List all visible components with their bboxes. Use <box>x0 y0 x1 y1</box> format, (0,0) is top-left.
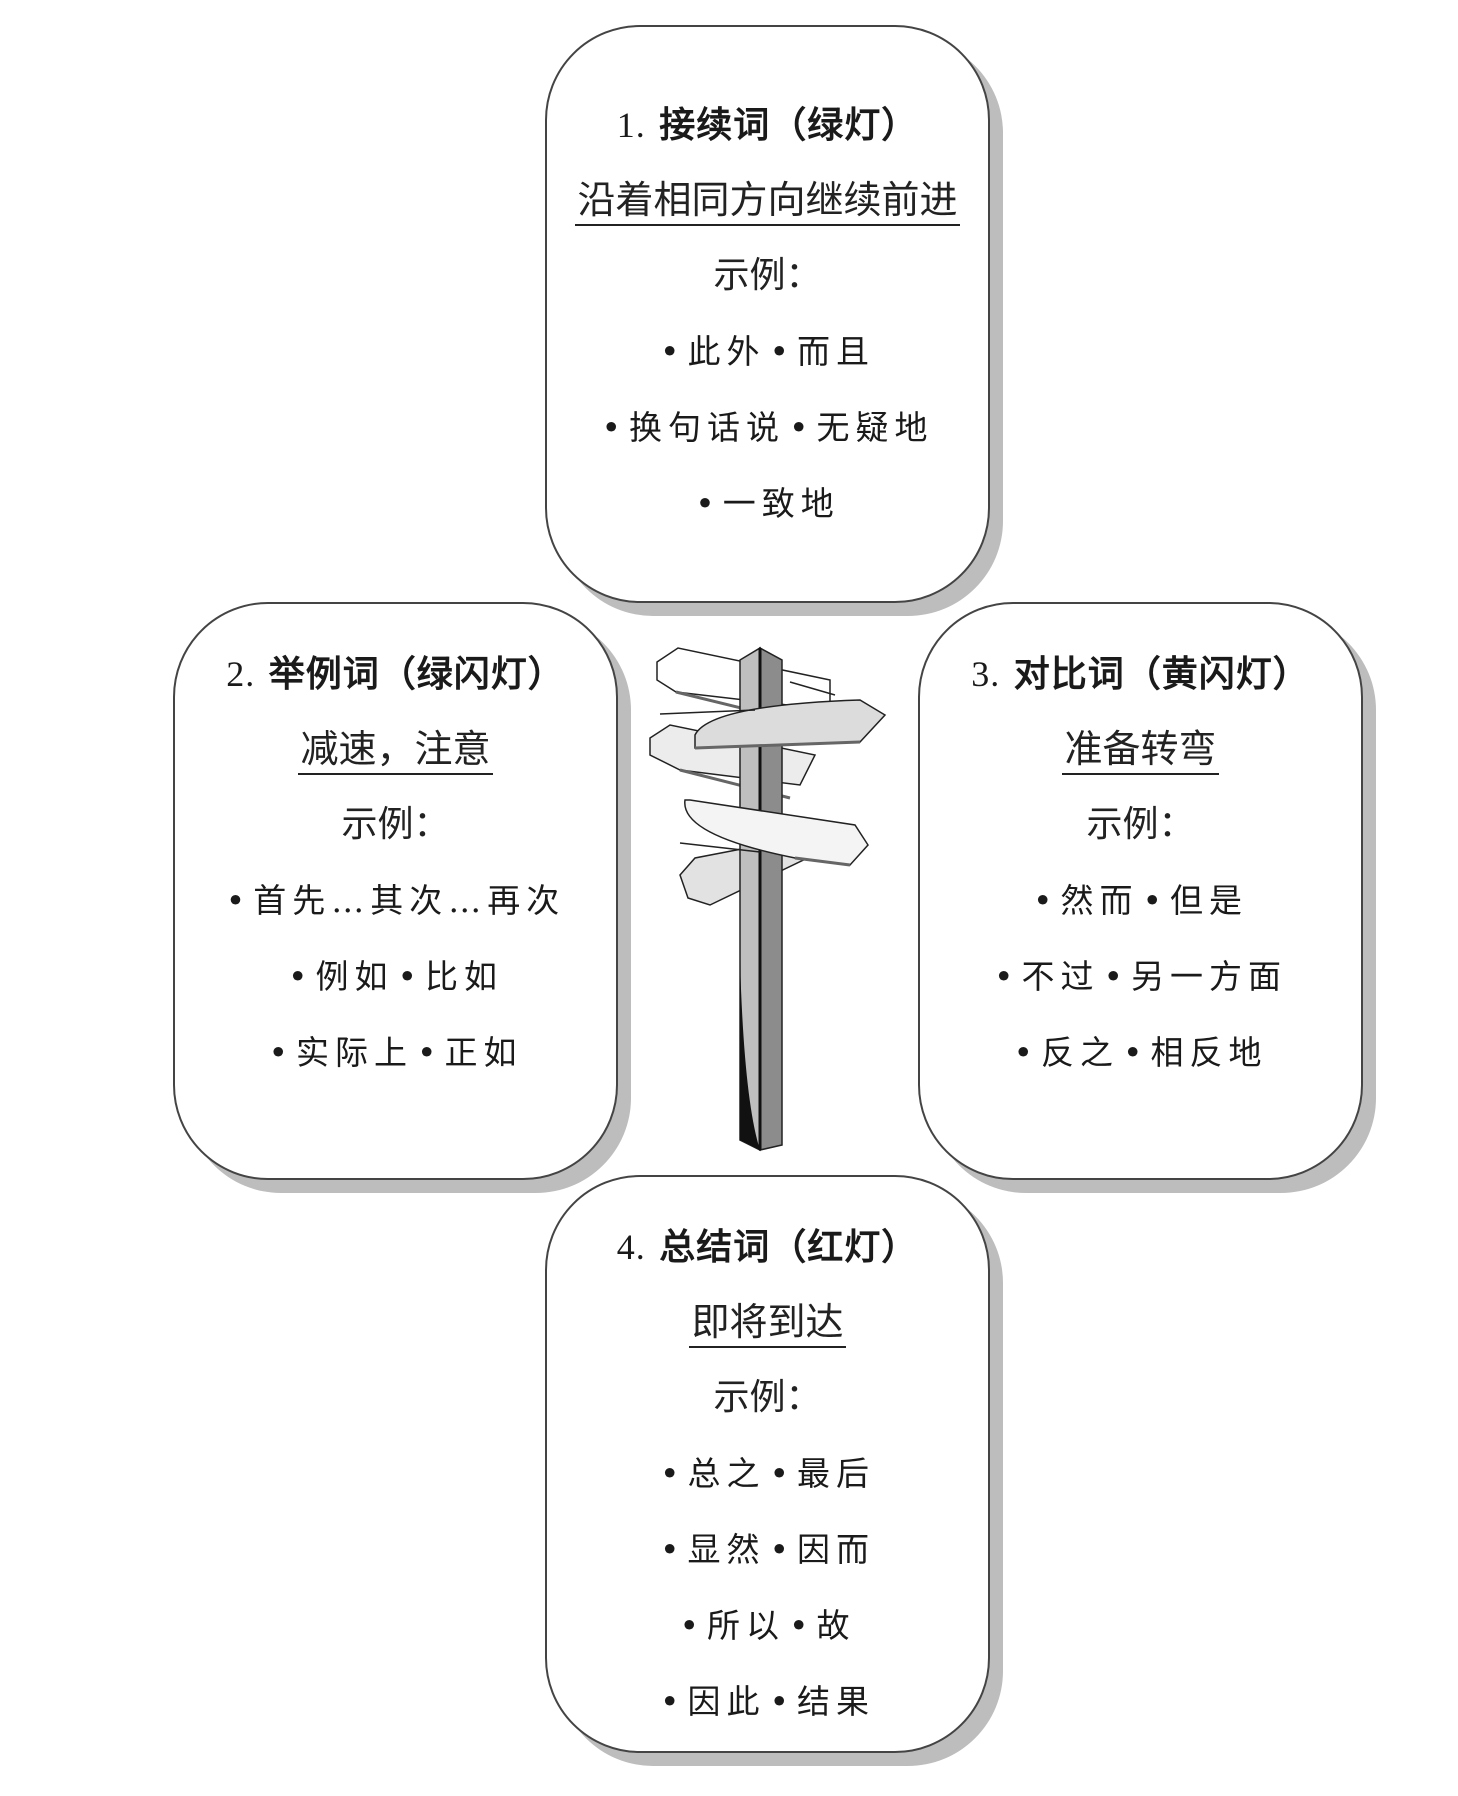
example-word: 反之 <box>1014 1033 1119 1072</box>
example-word: 总之 <box>660 1454 765 1493</box>
example-word: 此外 <box>660 332 765 371</box>
examples-label: 示例： <box>713 255 822 296</box>
example-word: 显然 <box>660 1530 765 1569</box>
card-title-text: 对比词（黄闪灯） <box>1013 654 1310 695</box>
example-word: 因而 <box>770 1530 875 1569</box>
card-subtitle: 减速，注意 <box>298 727 493 775</box>
example-word: 另一方面 <box>1104 957 1287 996</box>
example-word: 不过 <box>994 957 1099 996</box>
examples-list: 此外而且 换句话说无疑地 一致地 <box>547 332 988 524</box>
examples-row: 然而但是 <box>920 881 1361 921</box>
examples-label: 示例： <box>713 1377 822 1418</box>
card-example-words: 2. 举例词（绿闪灯） 减速，注意 示例： 首先…其次…再次 例如比如 实际上正… <box>173 602 618 1180</box>
examples-row: 总之最后 <box>547 1454 988 1494</box>
card-number: 3. <box>971 654 1001 694</box>
example-word: 无疑地 <box>789 408 933 447</box>
example-word: 因此 <box>660 1682 765 1721</box>
example-word: 比如 <box>398 957 503 996</box>
card-title: 2. 举例词（绿闪灯） <box>175 654 616 695</box>
card-title-text: 接续词（绿灯） <box>659 105 919 146</box>
examples-row: 一致地 <box>547 484 988 524</box>
card-number: 1. <box>616 105 646 145</box>
card-continuation-words: 1. 接续词（绿灯） 沿着相同方向继续前进 示例： 此外而且 换句话说无疑地 一… <box>545 25 990 603</box>
examples-row: 因此结果 <box>547 1682 988 1722</box>
card-subtitle: 沿着相同方向继续前进 <box>575 178 960 226</box>
examples-row: 反之相反地 <box>920 1033 1361 1073</box>
card-title-text: 举例词（绿闪灯） <box>268 654 565 695</box>
examples-label: 示例： <box>341 804 450 845</box>
card-number: 2. <box>226 654 256 694</box>
examples-list: 然而但是 不过另一方面 反之相反地 <box>920 881 1361 1073</box>
examples-row: 所以故 <box>547 1606 988 1646</box>
examples-list: 总之最后 显然因而 所以故 因此结果 <box>547 1454 988 1722</box>
example-word: 换句话说 <box>602 408 785 447</box>
examples-row: 显然因而 <box>547 1530 988 1570</box>
examples-row: 此外而且 <box>547 332 988 372</box>
card-contrast-words: 3. 对比词（黄闪灯） 准备转弯 示例： 然而但是 不过另一方面 反之相反地 <box>918 602 1363 1180</box>
examples-row: 实际上正如 <box>175 1033 616 1073</box>
example-word: 相反地 <box>1123 1033 1267 1072</box>
card-summary-words: 4. 总结词（红灯） 即将到达 示例： 总之最后 显然因而 所以故 因此结果 <box>545 1175 990 1753</box>
card-title-text: 总结词（红灯） <box>659 1227 919 1268</box>
example-word: 最后 <box>770 1454 875 1493</box>
example-word: 首先…其次…再次 <box>226 881 565 920</box>
examples-row: 例如比如 <box>175 957 616 997</box>
example-word: 而且 <box>770 332 875 371</box>
example-word: 所以 <box>680 1606 785 1645</box>
examples-row: 换句话说无疑地 <box>547 408 988 448</box>
example-word: 但是 <box>1143 881 1248 920</box>
example-word: 故 <box>789 1606 855 1645</box>
examples-list: 首先…其次…再次 例如比如 实际上正如 <box>175 881 616 1073</box>
examples-row: 首先…其次…再次 <box>175 881 616 921</box>
examples-label: 示例： <box>1086 804 1195 845</box>
clipped-header-text <box>110 0 470 14</box>
card-title: 3. 对比词（黄闪灯） <box>920 654 1361 695</box>
examples-row: 不过另一方面 <box>920 957 1361 997</box>
card-subtitle: 即将到达 <box>689 1300 846 1348</box>
example-word: 结果 <box>770 1682 875 1721</box>
card-title: 1. 接续词（绿灯） <box>547 105 988 146</box>
example-word: 然而 <box>1033 881 1138 920</box>
card-title: 4. 总结词（红灯） <box>547 1227 988 1268</box>
example-word: 正如 <box>417 1033 522 1072</box>
card-number: 4. <box>616 1227 646 1267</box>
example-word: 例如 <box>288 957 393 996</box>
example-word: 实际上 <box>269 1033 413 1072</box>
example-word: 一致地 <box>695 484 839 523</box>
card-subtitle: 准备转弯 <box>1062 727 1219 775</box>
signpost-icon <box>649 646 887 1152</box>
